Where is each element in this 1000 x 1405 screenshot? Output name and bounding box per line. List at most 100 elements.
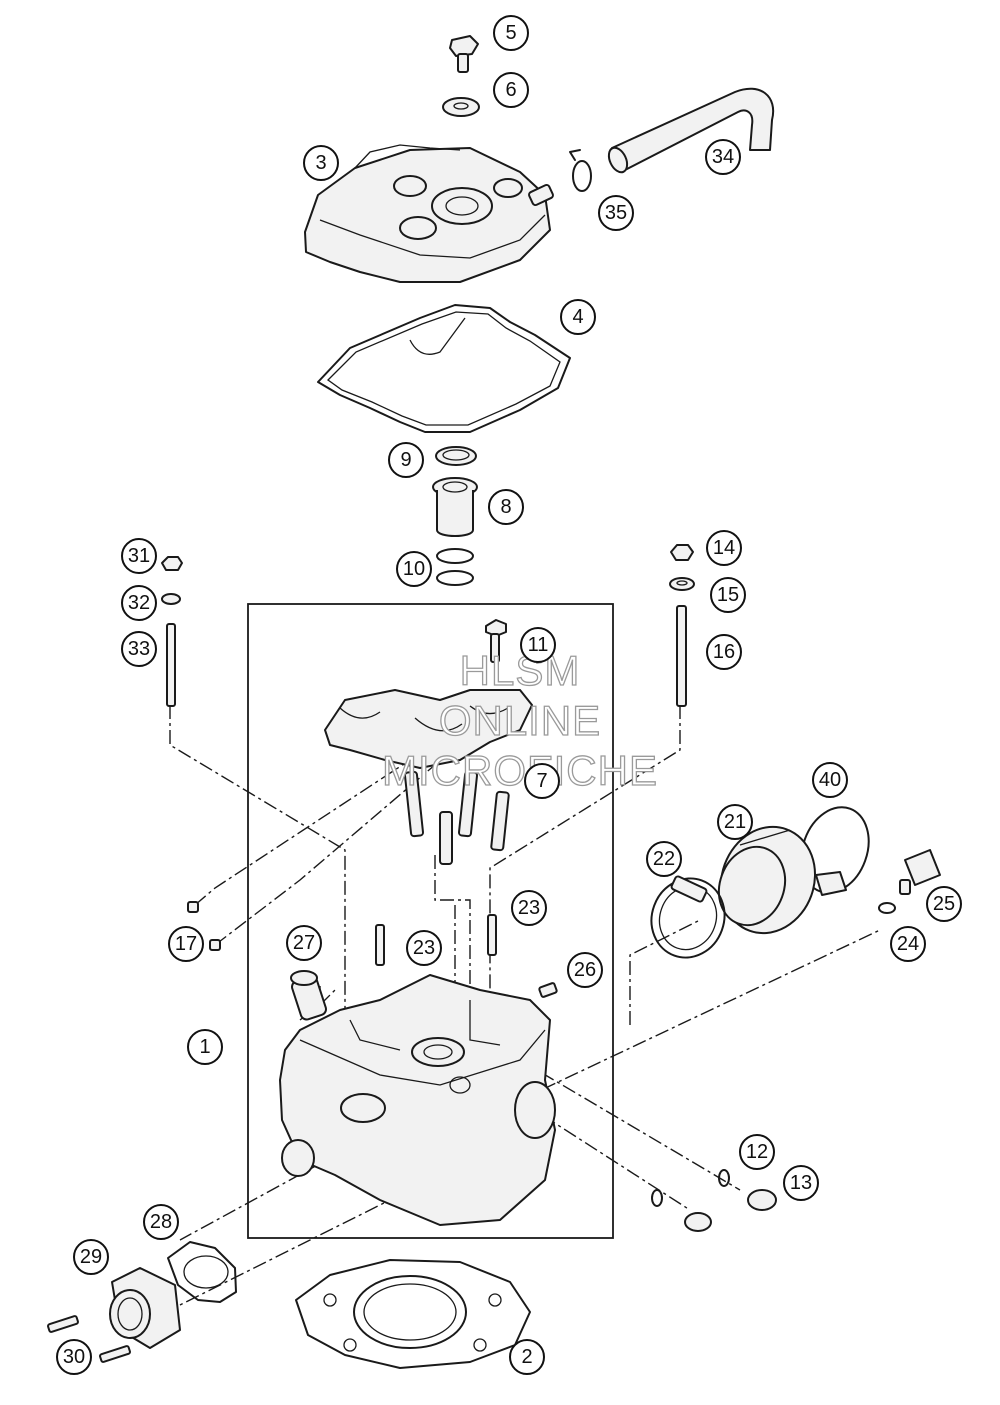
cylinder-head-part-1 — [279, 914, 556, 1226]
callout-24: 24 — [890, 926, 926, 962]
svg-text:11: 11 — [528, 634, 549, 656]
plug-part-13 — [684, 1189, 777, 1232]
svg-text:14: 14 — [713, 537, 735, 559]
o-ring-part-24 — [878, 902, 896, 914]
callout-21: 21 — [717, 804, 753, 840]
assembly-frame — [247, 603, 614, 1239]
svg-text:15: 15 — [717, 584, 739, 606]
watermark: HLSM ONLINE MICROFICHE — [381, 646, 658, 794]
callout-4: 4 — [560, 299, 596, 335]
svg-text:23: 23 — [413, 937, 435, 959]
svg-text:40: 40 — [819, 769, 841, 791]
callout-40: 40 — [812, 762, 848, 798]
svg-text:10: 10 — [403, 558, 425, 580]
clamp-band-part-40 — [800, 806, 870, 896]
callout-8: 8 — [488, 489, 524, 525]
svg-text:35: 35 — [605, 202, 627, 224]
small-bolts-part-17 — [187, 901, 221, 951]
svg-text:24: 24 — [897, 933, 919, 955]
screw-part-26 — [538, 982, 558, 998]
callout-29: 29 — [73, 1239, 109, 1275]
callout-3: 3 — [303, 145, 339, 181]
callout-28: 28 — [143, 1204, 179, 1240]
svg-text:2: 2 — [521, 1346, 532, 1368]
bolts-part-30 — [47, 1315, 131, 1363]
svg-text:34: 34 — [712, 146, 734, 168]
callout-23-upper: 23 — [511, 890, 547, 926]
svg-text:1: 1 — [199, 1036, 210, 1058]
callout-5: 5 — [493, 15, 529, 51]
svg-text:3: 3 — [315, 152, 326, 174]
watermark-line-2: ONLINE — [439, 697, 601, 744]
breather-hose-part-34 — [607, 87, 775, 174]
stud-set-left — [161, 556, 183, 707]
hose-clamp-part-35 — [569, 149, 592, 192]
watermark-line-3: MICROFICHE — [382, 747, 658, 794]
svg-text:4: 4 — [572, 306, 583, 328]
svg-text:22: 22 — [653, 848, 675, 870]
svg-text:32: 32 — [128, 592, 150, 614]
callout-31: 31 — [121, 538, 157, 574]
svg-text:12: 12 — [746, 1141, 768, 1163]
bolt-part-11 — [485, 619, 507, 663]
callout-22: 22 — [646, 841, 682, 877]
svg-text:31: 31 — [128, 545, 150, 567]
bolt-part-5 — [449, 35, 479, 73]
valve-guides — [403, 770, 510, 865]
intake-rubber-part-21 — [717, 825, 817, 935]
callout-12: 12 — [739, 1134, 775, 1170]
svg-text:27: 27 — [293, 932, 315, 954]
callout-23-lower: 23 — [406, 930, 442, 966]
callout-34: 34 — [705, 139, 741, 175]
svg-text:7: 7 — [536, 770, 547, 792]
svg-text:17: 17 — [175, 933, 197, 955]
svg-text:13: 13 — [790, 1172, 812, 1194]
watermark-line-1: HLSM — [460, 647, 581, 694]
callout-14: 14 — [706, 530, 742, 566]
svg-text:29: 29 — [80, 1246, 102, 1268]
svg-text:28: 28 — [150, 1211, 172, 1233]
callout-9: 9 — [388, 442, 424, 478]
valve-cover-gasket-part-4 — [317, 304, 571, 433]
callout-35: 35 — [598, 195, 634, 231]
callout-11: 11 — [520, 627, 556, 663]
sleeve-part-8 — [432, 477, 478, 537]
callout-33: 33 — [121, 631, 157, 667]
callout-15: 15 — [710, 577, 746, 613]
callout-1: 1 — [187, 1029, 223, 1065]
callout-bubbles: 5 6 3 34 35 4 9 8 10 31 32 33 14 15 16 1… — [56, 15, 962, 1375]
oil-pipe-part-27 — [290, 970, 327, 1021]
callout-32: 32 — [121, 585, 157, 621]
svg-text:9: 9 — [400, 449, 411, 471]
cam-bridge-part-7 — [324, 689, 533, 769]
svg-text:23: 23 — [518, 897, 540, 919]
callout-16: 16 — [706, 634, 742, 670]
callout-10: 10 — [396, 551, 432, 587]
o-rings-part-10 — [436, 548, 474, 586]
temperature-sensor-part-25 — [899, 849, 941, 895]
callout-25: 25 — [926, 886, 962, 922]
intake-flange-part-29 — [109, 1267, 181, 1349]
callout-7: 7 — [524, 763, 560, 799]
valve-cover-part-3 — [304, 144, 554, 283]
svg-text:30: 30 — [63, 1346, 85, 1368]
hose-clamp-part-22 — [650, 875, 726, 959]
o-ring-part-9 — [435, 446, 477, 466]
head-gasket-part-2 — [295, 1259, 531, 1369]
svg-text:6: 6 — [505, 79, 516, 101]
callout-17: 17 — [168, 926, 204, 962]
callout-26: 26 — [567, 952, 603, 988]
svg-text:5: 5 — [505, 22, 516, 44]
gasket-part-28 — [167, 1241, 237, 1303]
svg-text:25: 25 — [933, 893, 955, 915]
svg-text:33: 33 — [128, 638, 150, 660]
washer-part-6 — [442, 97, 480, 117]
svg-text:21: 21 — [724, 811, 746, 833]
svg-text:26: 26 — [574, 959, 596, 981]
callout-6: 6 — [493, 72, 529, 108]
callout-27: 27 — [286, 925, 322, 961]
callout-30: 30 — [56, 1339, 92, 1375]
callout-13: 13 — [783, 1165, 819, 1201]
svg-text:16: 16 — [713, 641, 735, 663]
